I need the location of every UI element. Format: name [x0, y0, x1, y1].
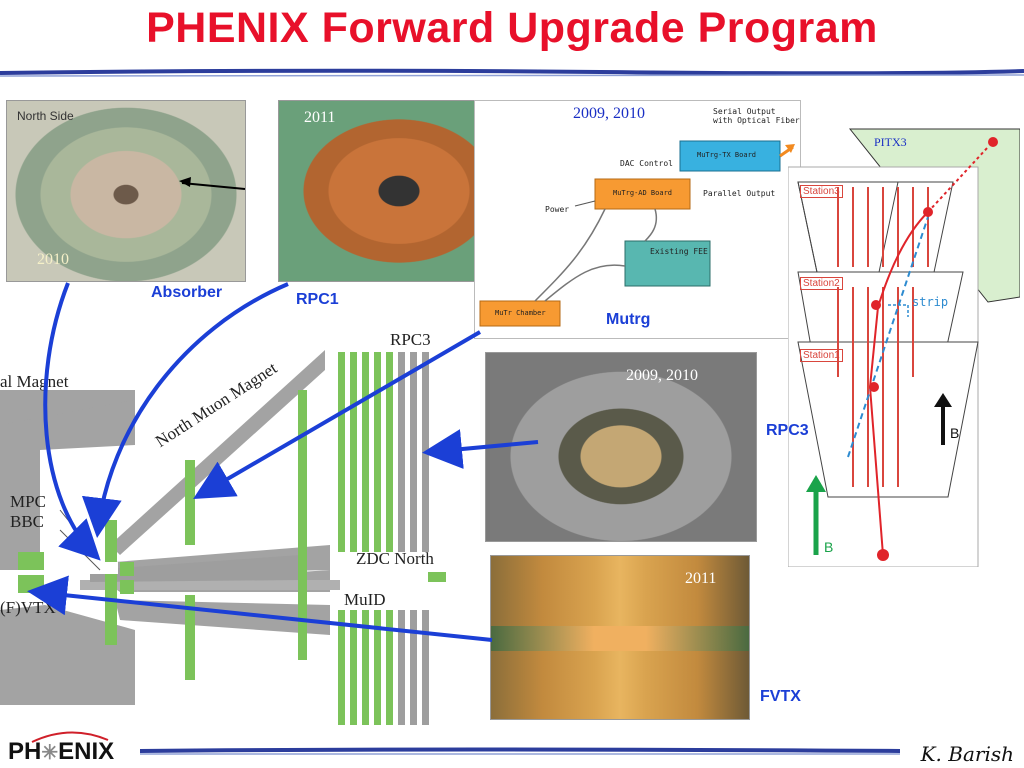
logo-star-icon: ✳	[41, 742, 58, 764]
bottom-rule	[140, 744, 900, 758]
author-name: K. Barish	[921, 742, 1014, 766]
logo-swoosh	[30, 728, 110, 744]
